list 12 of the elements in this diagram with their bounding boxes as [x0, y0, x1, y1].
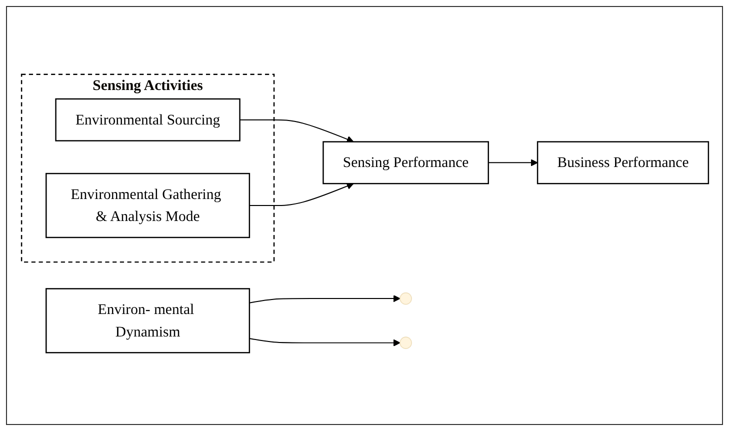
arrow	[248, 294, 400, 303]
node-box	[45, 172, 250, 238]
arrow	[238, 118, 354, 142]
cluster	[20, 73, 274, 262]
arrow	[487, 158, 538, 166]
arrow	[248, 338, 400, 346]
arrow	[248, 182, 354, 206]
node-box	[322, 140, 488, 184]
node-box	[536, 140, 709, 184]
node-box	[45, 288, 250, 353]
diagram-frame: Sensing Activities Environmental Sourcing Environmental Gathering & Analysis Mode Environ- mental Dynamism Sensing Performance Business Performance	[6, 6, 723, 425]
node-box	[54, 98, 240, 141]
